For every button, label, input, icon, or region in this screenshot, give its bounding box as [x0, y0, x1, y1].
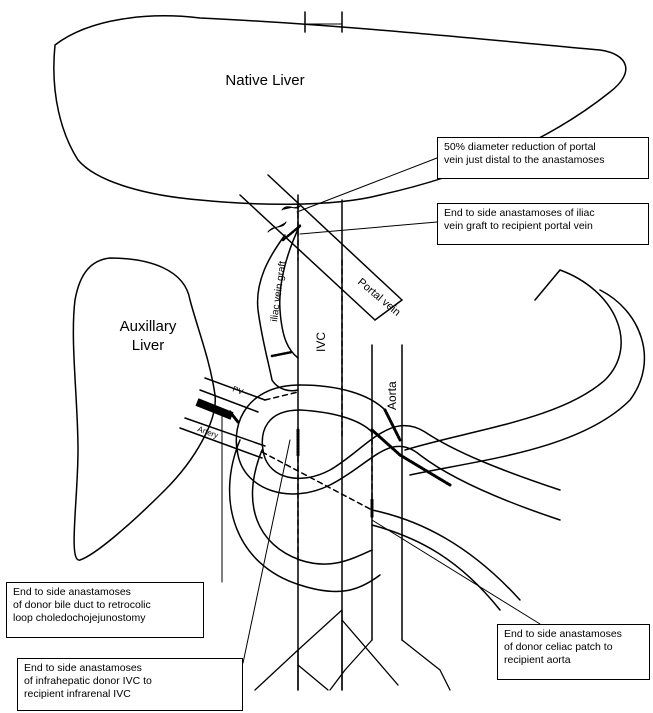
auxillary-liver-label-1: Auxillary — [120, 318, 177, 335]
aorta-label: Aorta — [385, 381, 399, 410]
callout-portal-reduction: 50% diameter reduction of portal vein ju… — [437, 137, 649, 179]
right-hook-inner — [410, 290, 644, 475]
right-hook-outer — [405, 270, 621, 450]
ivc-branch — [342, 620, 398, 685]
artery-wall — [180, 428, 262, 458]
aorta-bifurcation — [330, 640, 372, 690]
ivc-branch — [298, 665, 328, 690]
callout-line: of infrahepatic donor IVC to — [24, 675, 236, 688]
ivc-bifurcation — [298, 610, 342, 690]
hook-end — [535, 270, 560, 300]
callout-line: of donor celiac patch to — [504, 641, 643, 654]
suture-mark — [385, 410, 400, 440]
dashed-pv — [265, 392, 298, 400]
auxillary-liver-label-2: Liver — [132, 337, 165, 354]
callout-line: 50% diameter reduction of portal — [444, 141, 642, 154]
callout-celiac-patch: End to side anastamoses of donor celiac … — [497, 624, 650, 680]
callout-line: End to side anastamoses — [504, 628, 643, 641]
callout-infrahepatic-ivc: End to side anastamoses of infrahepatic … — [17, 658, 243, 711]
pv-label: PV — [231, 384, 245, 396]
leader-line — [297, 158, 437, 212]
lower-sweep — [372, 510, 520, 600]
lower-sweep — [230, 440, 380, 592]
portal-vein-wall — [240, 195, 375, 320]
callout-line: End to side anastamoses of iliac — [444, 207, 642, 220]
aorta-bifurcation — [402, 640, 450, 690]
iliac-graft-label: iliac vein graft — [269, 260, 288, 322]
leader-line — [372, 520, 540, 624]
callout-line: recipient infrarenal IVC — [24, 688, 236, 701]
portal-vein-wall — [268, 175, 402, 300]
callout-line: vein just distal to the anastamoses — [444, 154, 642, 167]
portal-vein-label: Portal vein — [355, 276, 403, 319]
lower-sweep — [372, 525, 500, 610]
ivc-label: IVC — [314, 332, 328, 352]
ivc-bifurcation — [255, 650, 298, 690]
native-liver-label: Native Liver — [225, 72, 304, 89]
suture-mark — [272, 352, 292, 356]
callout-line: End to side anastamoses — [13, 586, 197, 599]
auxillary-liver-outline — [73, 258, 215, 560]
callout-line: End to side anastamoses — [24, 662, 236, 675]
callout-line: recipient aorta — [504, 654, 643, 667]
dashed-artery — [262, 452, 372, 510]
callout-line: of donor bile duct to retrocolic — [13, 599, 197, 612]
loop-return — [300, 410, 372, 432]
callout-iliac-graft: End to side anastamoses of iliac vein gr… — [437, 203, 649, 245]
callout-line: loop choledochojejunostomy — [13, 612, 197, 625]
callout-line: vein graft to recipient portal vein — [444, 220, 642, 233]
callout-bile-duct: End to side anastamoses of donor bile du… — [6, 582, 204, 638]
